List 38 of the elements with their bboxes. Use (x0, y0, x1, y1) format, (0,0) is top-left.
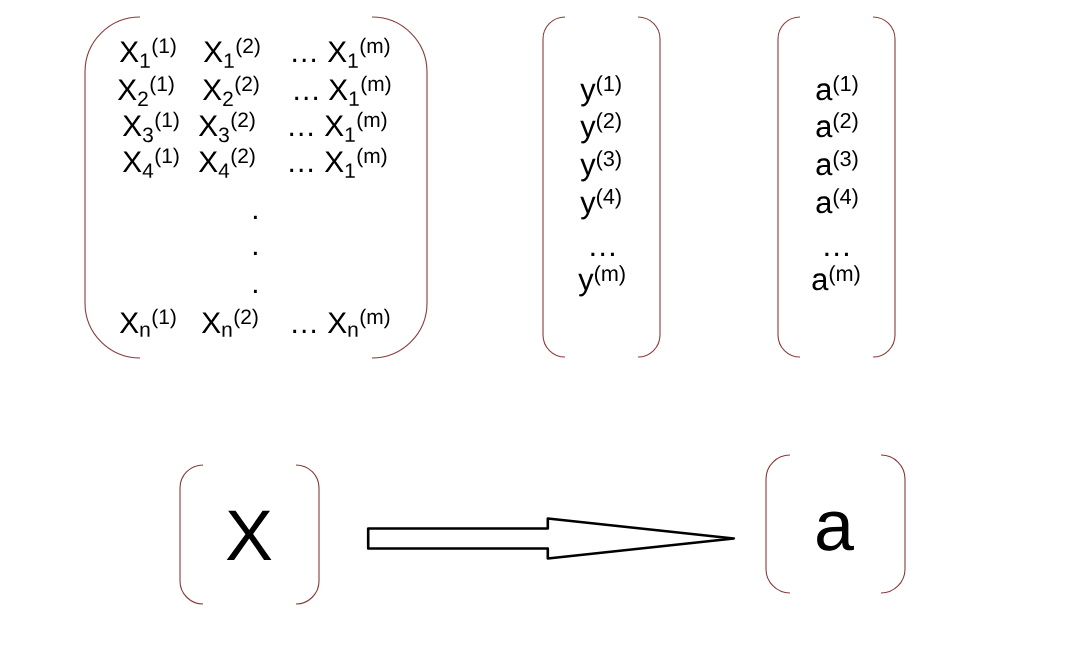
ellipsis: … (295, 96, 318, 100)
matrix-entry: X$_{1}$(m) (327, 37, 390, 68)
vector-entry: a$^{(3)}$ (816, 150, 858, 176)
vertical-dot: . (253, 215, 257, 219)
matrix-entry: X$_{1}$(m) (328, 75, 391, 106)
matrix-entry: X$_{2}$(2) (202, 75, 259, 107)
vector-entry: y$^{(4)}$ (580, 188, 621, 220)
ellipsis: … (825, 252, 848, 256)
vector-entry: y$^{(3)}$ (580, 150, 621, 182)
matrix-entry: X$_{4}$(1) (122, 147, 179, 178)
vector-entry: y$^{(m)}$ (578, 265, 625, 297)
ellipsis: … (290, 168, 313, 172)
vector-entry: a$^{(2)}$ (816, 112, 858, 138)
matrix-entry: X$_{2}$(1) (117, 75, 174, 107)
symbol-label: X (226, 510, 272, 560)
matrix-entry: X$_{1}$(1) (119, 37, 176, 68)
matrix-entry: X$_{1}$(m) (324, 147, 387, 178)
vector-entry: y$^{(2)}$ (580, 112, 621, 144)
vector-entry: a$^{(m)}$ (812, 265, 860, 291)
matrix-entry: X$_{1}$(m) (324, 111, 387, 142)
block-arrow (366, 517, 736, 560)
matrix-entry: X$_{3}$(1) (122, 111, 179, 143)
vertical-dot: . (253, 251, 257, 255)
matrix-entry: X$_{n}$(m) (327, 308, 390, 337)
ellipsis: … (591, 252, 614, 256)
matrix-entry: X$_{n}$(1) (119, 308, 176, 337)
ellipsis: … (293, 58, 316, 62)
vertical-dot: . (253, 289, 257, 293)
vector-entry: a$^{(4)}$ (816, 188, 858, 214)
vector-entry: a$^{(1)}$ (816, 75, 858, 101)
ellipsis: … (293, 329, 316, 333)
matrix-entry: X$_{n}$(2) (201, 308, 258, 337)
matrix-entry: X$_{1}$(2) (203, 37, 260, 68)
matrix-entry: X$_{4}$(2) (198, 147, 255, 178)
matrix-entry: X$_{3}$(2) (198, 111, 255, 143)
ellipsis: … (290, 132, 313, 136)
symbol-label: a (817, 511, 854, 551)
vector-entry: y$^{(1)}$ (580, 75, 621, 107)
